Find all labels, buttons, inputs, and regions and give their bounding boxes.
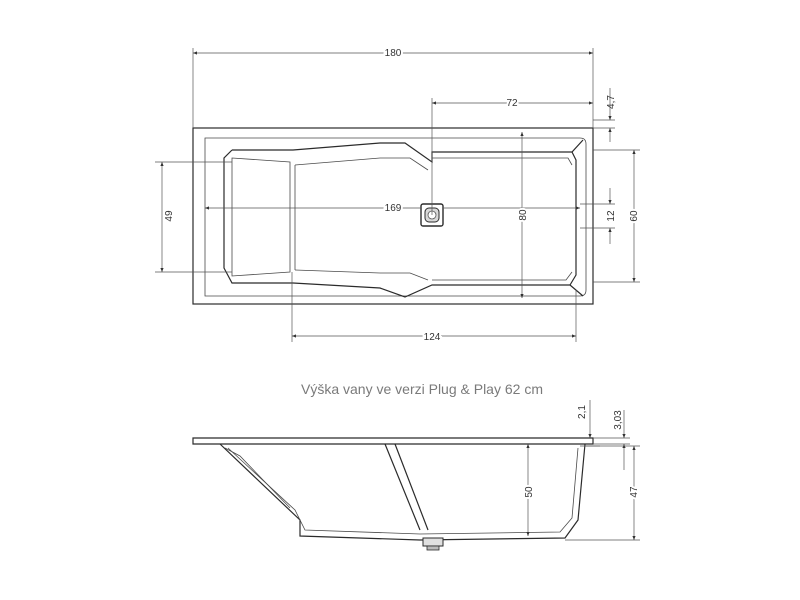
side-view: 2,1 3,03 50 47	[192, 400, 642, 551]
basin-top-edge	[232, 139, 584, 164]
dim-rim-total: 3,03	[613, 410, 624, 430]
basin-bottom-edge	[223, 149, 584, 298]
dim-length: 180	[385, 48, 402, 59]
top-view: 180 72 4,7 169 80 12 60 49	[155, 46, 642, 345]
dim-width: 60	[629, 210, 640, 222]
tub-outer-rim	[192, 127, 594, 305]
side-head-slope	[224, 447, 291, 509]
dim-height: 47	[629, 486, 640, 498]
dim-rim-top: 2,1	[577, 405, 588, 419]
dim-bottom-length: 124	[424, 332, 441, 343]
side-backrest-line-1	[384, 443, 421, 531]
dim-drain-width: 12	[606, 210, 617, 222]
dim-depth: 50	[524, 486, 535, 498]
caption: Výška vany ve verzi Plug & Play 62 cm	[301, 381, 543, 397]
basin-floor-bottom	[432, 271, 573, 281]
backrest-bottom-slope	[294, 269, 429, 281]
basin-floor-top	[432, 157, 573, 166]
dim-rim: 4,7	[606, 95, 617, 109]
backrest-panel	[231, 157, 291, 277]
dim-drain-offset: 72	[506, 98, 518, 109]
side-drain-icon	[422, 537, 444, 551]
basin-end-wall	[569, 151, 577, 286]
dim-backrest: 49	[164, 210, 175, 222]
side-rim	[192, 437, 594, 445]
tub-inner-rim	[204, 137, 587, 297]
backrest-top-slope	[294, 157, 429, 171]
side-body-inner	[227, 447, 579, 535]
dim-inner-width: 80	[518, 209, 529, 221]
side-backrest-line-2	[394, 443, 429, 531]
dim-inner-length: 169	[385, 203, 402, 214]
